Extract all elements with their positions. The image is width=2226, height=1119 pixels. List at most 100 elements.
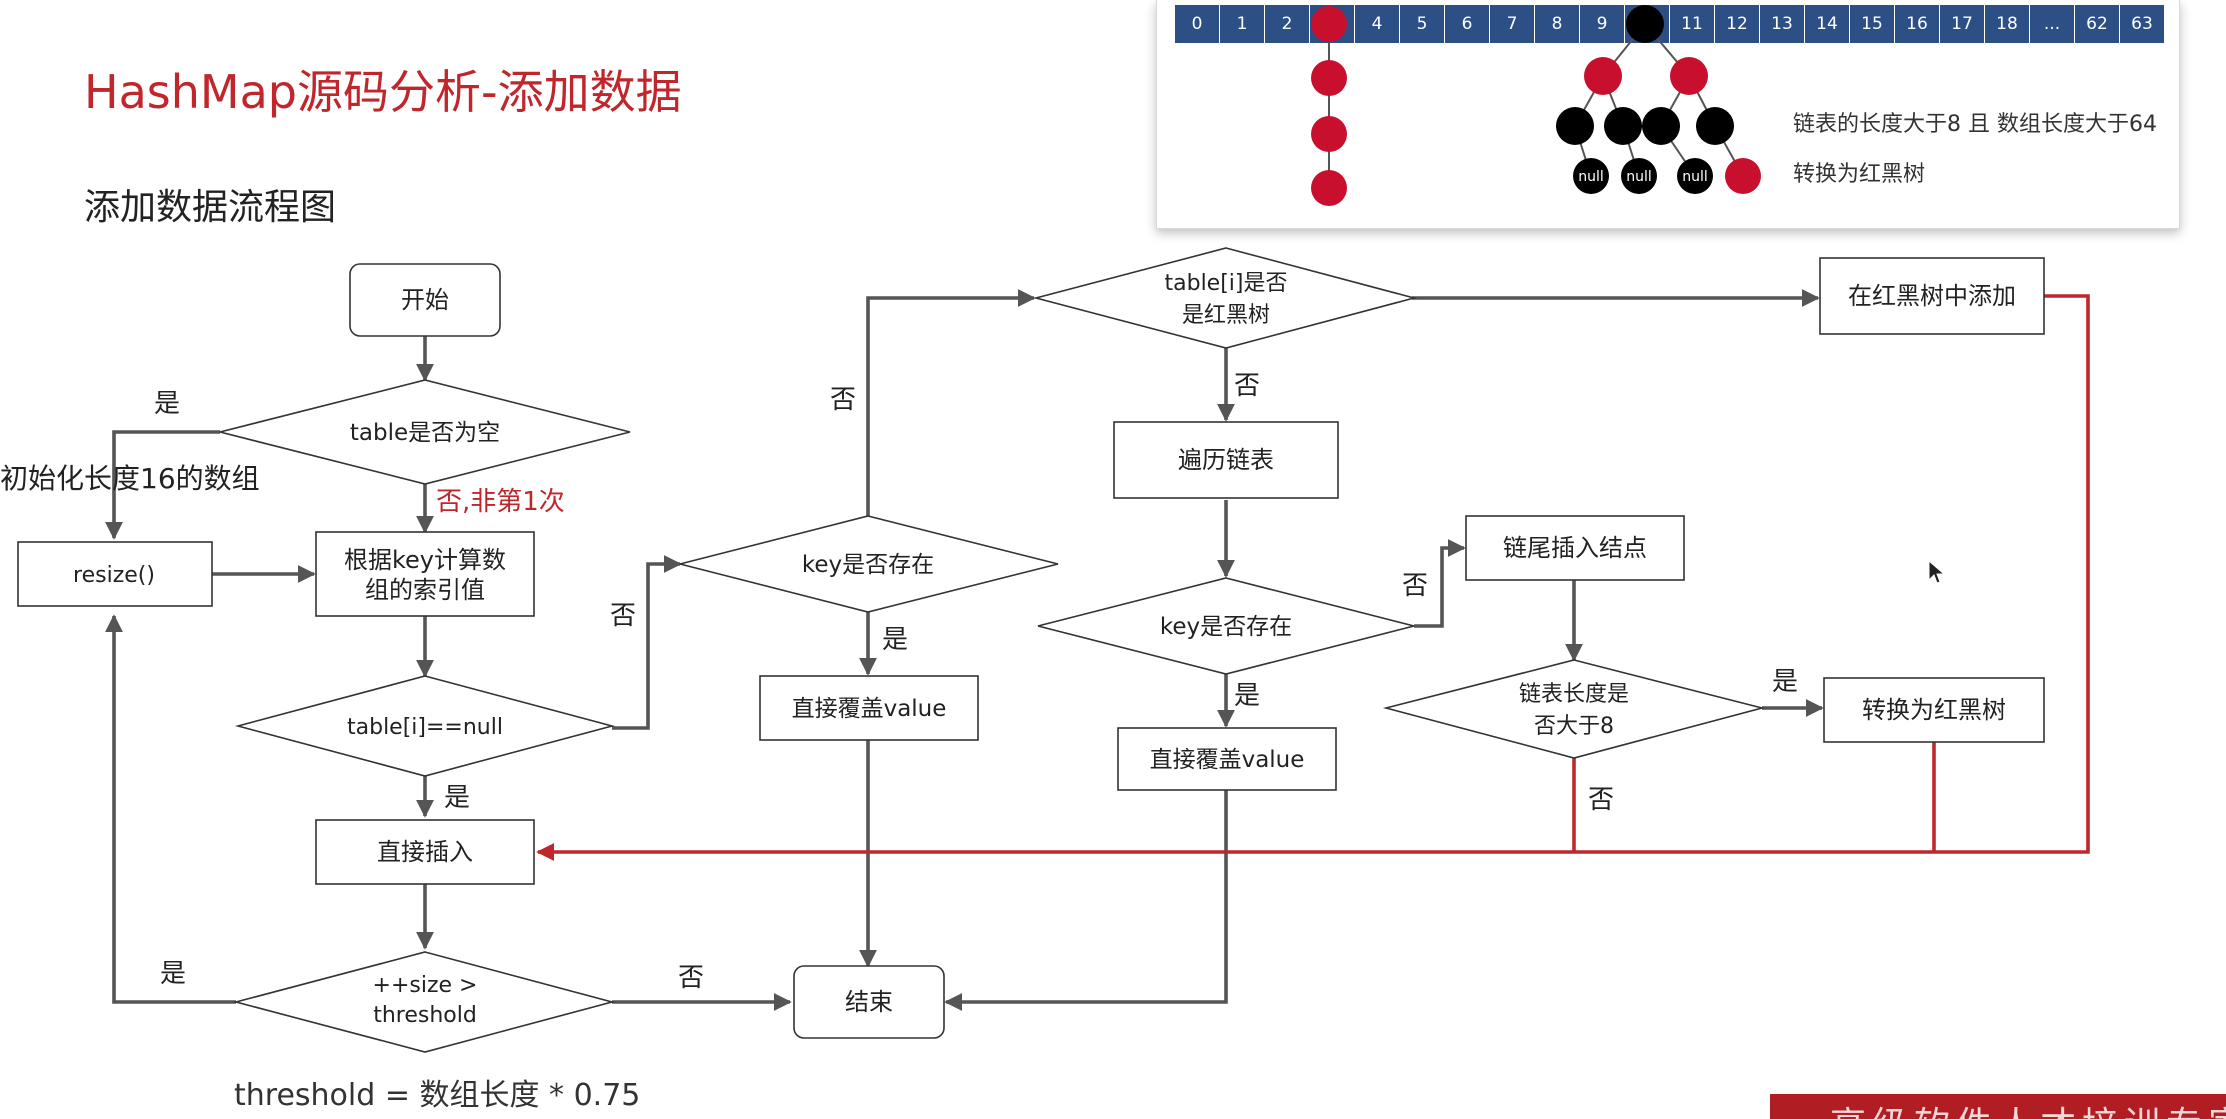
- no-label-a: 否: [610, 601, 636, 631]
- array-cell: 12: [1715, 5, 1759, 43]
- traverse-list-label: 遍历链表: [1178, 446, 1274, 474]
- red-node: [1311, 60, 1347, 96]
- banner-text: 高级软件人才培训专家: [1830, 1096, 2226, 1119]
- tree-graphic: null null null: [1311, 5, 1761, 206]
- black-node: [1621, 158, 1657, 194]
- yes-label-b: 是: [882, 625, 908, 655]
- overwrite-value-node-2: [1117, 727, 1337, 791]
- key-exists-label-1: key是否存在: [802, 552, 934, 578]
- no-end-label: 否: [678, 963, 704, 993]
- size-check-label-2: threshold: [373, 1003, 477, 1028]
- red-node: [1311, 6, 1347, 42]
- overwrite-value-node-1: [759, 675, 979, 741]
- no-label-e: 否: [1588, 785, 1614, 815]
- list-length-decision: [1382, 659, 1766, 759]
- array-cell: 5: [1400, 5, 1444, 43]
- red-node: [1725, 158, 1761, 194]
- key-exists-label-2: key是否存在: [1160, 614, 1292, 640]
- array-cell: ...: [2030, 5, 2074, 43]
- calc-index-node: [315, 531, 535, 617]
- start-label: 开始: [401, 286, 449, 314]
- array-cell: 16: [1895, 5, 1939, 43]
- red-node: [1311, 170, 1347, 206]
- table-null-label: table[i]==null: [347, 715, 503, 740]
- no-label-c: 否: [1234, 371, 1260, 401]
- panel-note-line2: 转换为红黑树: [1793, 162, 1926, 187]
- table-null-decision: [234, 675, 616, 777]
- start-node: [349, 263, 501, 337]
- array-cell: 7: [1490, 5, 1534, 43]
- array-cell: 13: [1760, 5, 1804, 43]
- yes-label-d: 是: [1772, 667, 1798, 697]
- null-leaf-label: null: [1626, 169, 1652, 185]
- array-cell: 15: [1850, 5, 1894, 43]
- tail-insert-node: [1465, 515, 1685, 581]
- is-tree-decision: [1032, 247, 1418, 349]
- array-cell: 14: [1805, 5, 1849, 43]
- no-label-b: 否: [830, 385, 856, 415]
- array-cell: 4: [1355, 5, 1399, 43]
- resize-node: [17, 541, 213, 607]
- key-exists-decision-1: [679, 515, 1059, 613]
- yes-label-a: 是: [444, 783, 470, 813]
- array-cell: 62: [2075, 5, 2119, 43]
- no-label-d: 否: [1402, 571, 1428, 601]
- size-check-label-1: ++size >: [373, 973, 478, 998]
- array-cell: 6: [1445, 5, 1489, 43]
- black-node: [1696, 107, 1734, 145]
- red-node: [1584, 57, 1622, 95]
- table-empty-decision: [219, 379, 631, 485]
- len-check-label-1: 链表长度是: [1519, 682, 1629, 707]
- null-leaf-label: null: [1578, 169, 1604, 185]
- black-node: [1604, 107, 1642, 145]
- array-cell: 11: [1670, 5, 1714, 43]
- tree-add-node: [1819, 257, 2045, 335]
- array-cell: 9: [1580, 5, 1624, 43]
- size-threshold-decision: [232, 951, 616, 1053]
- yes-resize-label: 是: [160, 959, 186, 989]
- end-label: 结束: [845, 988, 893, 1016]
- array-cell: 63: [2120, 5, 2164, 43]
- len-check-label-2: 否大于8: [1534, 714, 1614, 739]
- black-node: [1642, 107, 1680, 145]
- resize-label: resize(): [73, 563, 155, 588]
- bottom-banner: 高级软件人才培训专家: [1770, 1094, 2226, 1119]
- connectors: [105, 289, 2090, 1011]
- page-subtitle: 添加数据流程图: [84, 187, 337, 228]
- array-cell: 18: [1985, 5, 2029, 43]
- tail-insert-label: 链尾插入结点: [1503, 534, 1647, 562]
- array-cell: 0: [1175, 5, 1219, 43]
- array-cell: 17: [1940, 5, 1984, 43]
- is-tree-label-2: 是红黑树: [1182, 303, 1270, 328]
- page-title: HashMap源码分析-添加数据: [84, 65, 682, 119]
- traverse-list-node: [1113, 421, 1339, 499]
- key-exists-decision-2: [1037, 577, 1415, 675]
- black-node: [1626, 5, 1664, 43]
- to-tree-node: [1823, 677, 2045, 743]
- init-array-label: 初始化长度16的数组: [0, 462, 260, 495]
- direct-insert-label: 直接插入: [377, 838, 473, 866]
- black-node: [1556, 107, 1594, 145]
- black-node: [1677, 158, 1713, 194]
- no-not-first-label: 否,非第1次: [436, 487, 565, 517]
- overwrite-label-2: 直接覆盖value: [1150, 747, 1305, 773]
- mouse-cursor-icon: [1928, 560, 1946, 584]
- direct-insert-node: [315, 819, 535, 885]
- black-node: [1573, 158, 1609, 194]
- yes-label-c: 是: [1234, 681, 1260, 711]
- null-leaf-label: null: [1682, 169, 1708, 185]
- array-cell: 8: [1535, 5, 1579, 43]
- array-cell: 1: [1220, 5, 1264, 43]
- yes-init-label: 是: [154, 389, 180, 419]
- overwrite-label-1: 直接覆盖value: [792, 696, 947, 722]
- threshold-formula: threshold = 数组长度 * 0.75: [234, 1078, 641, 1113]
- red-node: [1311, 116, 1347, 152]
- calc-index-label-1: 根据key计算数: [344, 546, 506, 574]
- is-tree-label-1: table[i]是否: [1165, 271, 1288, 296]
- red-node: [1670, 57, 1708, 95]
- calc-index-label-2: 组的索引值: [365, 576, 485, 604]
- tree-add-label: 在红黑树中添加: [1848, 282, 2016, 310]
